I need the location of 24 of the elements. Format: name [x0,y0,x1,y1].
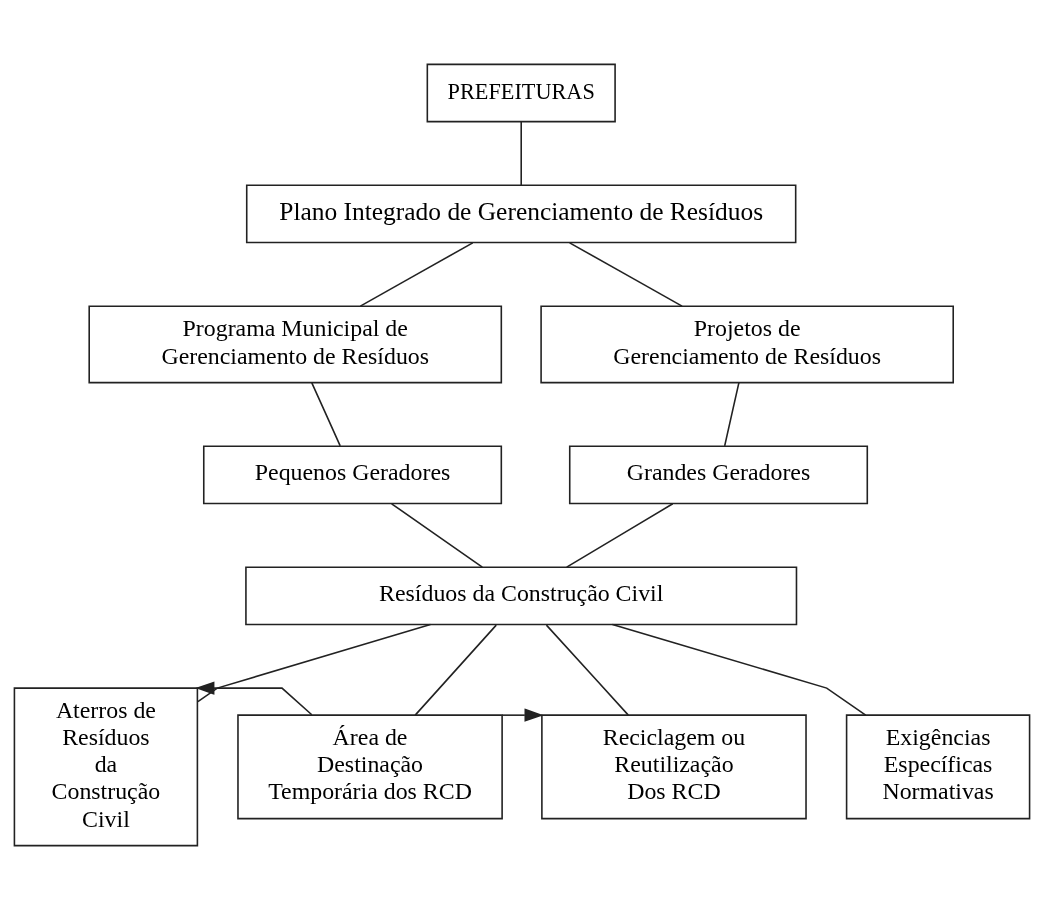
node-box: Aterros de Resíduos da Construção Civil [13,686,199,846]
node-box: Plano Integrado de Gerenciamento de Resíduos [245,184,797,243]
node-box: Projetos de Gerenciamento de Resíduos [540,304,954,383]
connector [390,502,484,568]
connector [520,120,522,186]
connector [545,623,630,716]
connector [565,502,674,568]
connector [311,381,341,447]
connector [359,241,474,307]
connector [197,623,432,702]
arrow [501,707,544,722]
node-box: Área de Destinação Temporária dos RCD [237,713,503,819]
connector [568,241,683,307]
node-box: Grandes Geradores [568,444,869,504]
node-box: Reciclagem ou Reutilização Dos RCD [541,713,807,819]
node-box: Resíduos da Construção Civil [245,565,798,625]
arrow [195,680,313,716]
connector [414,623,498,716]
node-box: Programa Municipal de Gerenciamento de Resíduos [88,304,503,383]
connector [723,381,740,447]
connector [611,623,867,716]
node-box: Exigências Específicas Normativas [845,713,1031,819]
node-box: Pequenos Geradores [202,444,503,504]
node-box: PREFEITURAS [426,63,616,122]
